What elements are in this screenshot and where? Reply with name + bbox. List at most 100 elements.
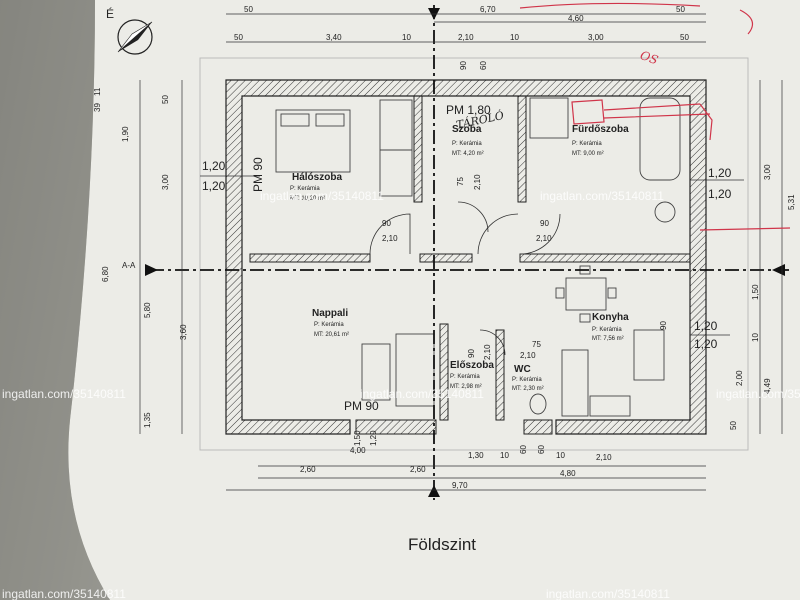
door-dim-5: 75 xyxy=(456,177,465,186)
window-dim-3: 1,20 xyxy=(708,166,732,180)
pm-bottom: PM 90 xyxy=(344,399,379,413)
room-floor: P: Kerámia xyxy=(512,377,542,383)
room-area: MT: 10,20 m² xyxy=(290,196,325,202)
dim-left-300: 3,00 xyxy=(161,174,170,190)
dim-left-11: 11 xyxy=(93,87,102,96)
handwritten-mark: OS xyxy=(638,48,660,67)
dim-right-200: 2,00 xyxy=(735,370,744,386)
dim-top-460: 4,60 xyxy=(568,14,584,23)
bottom-open-120: 1,20 xyxy=(369,430,378,446)
room-floor: P: Kerámia xyxy=(450,374,480,380)
dim-210: 2,10 xyxy=(458,33,474,42)
section-line xyxy=(150,5,790,500)
coffee-table xyxy=(361,343,391,401)
pm-left: PM 90 xyxy=(251,157,265,192)
interior-walls xyxy=(249,95,691,435)
window-dim-1: 1,20 xyxy=(202,159,226,173)
room-floor: P: Kerámia xyxy=(592,327,622,333)
dim-340: 3,40 xyxy=(326,33,342,42)
watermark: ingatlan.com/35140811 xyxy=(540,189,664,203)
room-name: Szoba xyxy=(452,124,482,135)
room-area: MT: 4,20 m² xyxy=(452,151,484,157)
furniture xyxy=(275,97,681,417)
bottom-open-400: 4,00 xyxy=(350,446,366,455)
watermark: ingatlan.com/35140811 xyxy=(2,587,126,600)
bathtub xyxy=(639,97,681,181)
bottom-dim-480: 4,80 xyxy=(560,469,576,478)
door-dim-10: 2,10 xyxy=(483,344,492,360)
window-dim-2: 1,20 xyxy=(202,179,226,193)
dim-right-300: 3,00 xyxy=(763,164,772,180)
room-area: MT: 7,56 m² xyxy=(592,336,624,342)
bottom-open-10a: 10 xyxy=(500,451,509,460)
dimension-lines xyxy=(139,13,783,491)
room-name: Előszoba xyxy=(450,360,494,371)
section-arrow-left-icon xyxy=(145,264,158,276)
dim-top-670: 6,70 xyxy=(480,5,496,14)
dim-top-50b: 50 xyxy=(676,5,685,14)
window-dim-4: 1,20 xyxy=(708,187,732,201)
exterior-walls xyxy=(225,79,707,435)
handwritten-red-lines xyxy=(519,2,791,231)
dim-50c: 50 xyxy=(680,33,689,42)
door-dim-7: 75 xyxy=(532,340,541,349)
section-label-left: A-A xyxy=(122,261,136,270)
window-dim-6: 1,20 xyxy=(694,337,718,351)
dim-left-190: 1,90 xyxy=(121,126,130,142)
room-nappali: Nappali P: Kerámia MT: 20,61 m² xyxy=(312,308,349,338)
kitchen-window-dim: 90 xyxy=(659,321,668,330)
room-area: MT: 2,30 m² xyxy=(512,386,544,392)
watermark: ingatlan.com/35140811 xyxy=(260,189,384,203)
section-arrow-bottom-icon xyxy=(428,485,440,497)
bottom-open-60b: 60 xyxy=(537,445,546,454)
pm-top: PM 1,80 xyxy=(446,103,491,117)
fridge xyxy=(633,329,665,381)
room-szoba: Szoba P: Kerámia MT: 4,20 m² xyxy=(452,124,484,157)
dining-table xyxy=(565,277,607,311)
door-dim-8: 2,10 xyxy=(520,351,536,360)
room-name: Konyha xyxy=(592,312,629,323)
dim-10b: 10 xyxy=(510,33,519,42)
door-dim-1: 90 xyxy=(382,219,391,228)
dim-right-50: 50 xyxy=(729,421,738,430)
sofa xyxy=(395,333,435,407)
room-floor: P: Kerámia xyxy=(290,186,320,192)
toilet xyxy=(529,393,547,415)
paper-shadow xyxy=(0,0,110,600)
dim-50: 50 xyxy=(234,33,243,42)
watermark: ingatlan.com/35140811 xyxy=(2,387,126,401)
room-name: Nappali xyxy=(312,308,348,319)
drawing-frame xyxy=(199,57,749,451)
bottom-dim-260b: 2,60 xyxy=(410,465,426,474)
room-area: MT: 9,00 m² xyxy=(572,151,604,157)
dim-left-135: 1,35 xyxy=(143,412,152,428)
dim-left-50: 50 xyxy=(161,95,170,104)
room-konyha: Konyha P: Kerámia MT: 7,56 m² xyxy=(592,312,629,342)
dim-left-360: 3,60 xyxy=(179,324,188,340)
dim-300: 3,00 xyxy=(588,33,604,42)
dim-opening-60: 60 xyxy=(479,61,488,70)
bottom-open-150: 1,50 xyxy=(353,430,362,446)
watermark: ingatlan.com/35140811 xyxy=(360,387,484,401)
dim-10a: 10 xyxy=(402,33,411,42)
north-arrow-icon xyxy=(117,19,153,55)
room-name: WC xyxy=(514,364,531,375)
compass-label: É xyxy=(106,6,114,21)
door-swings xyxy=(369,201,561,356)
dim-top-50a: 50 xyxy=(244,5,253,14)
room-name: Hálószoba xyxy=(292,172,342,183)
bottom-dim-970: 9,70 xyxy=(452,481,468,490)
dim-left-580: 5,80 xyxy=(143,302,152,318)
dim-right-531: 5,31 xyxy=(787,194,796,210)
bottom-open-130: 1,30 xyxy=(468,451,484,460)
door-dim-6: 2,10 xyxy=(473,174,482,190)
door-dim-3: 90 xyxy=(540,219,549,228)
room-name: Fürdőszoba xyxy=(572,124,629,135)
watermark: ingatlan.com/35140811 xyxy=(716,387,800,401)
door-dim-4: 2,10 xyxy=(536,234,552,243)
shower xyxy=(529,97,569,139)
washbasin xyxy=(654,201,676,223)
kitchen-counter xyxy=(561,349,589,417)
room-floor: P: Kerámia xyxy=(572,141,602,147)
